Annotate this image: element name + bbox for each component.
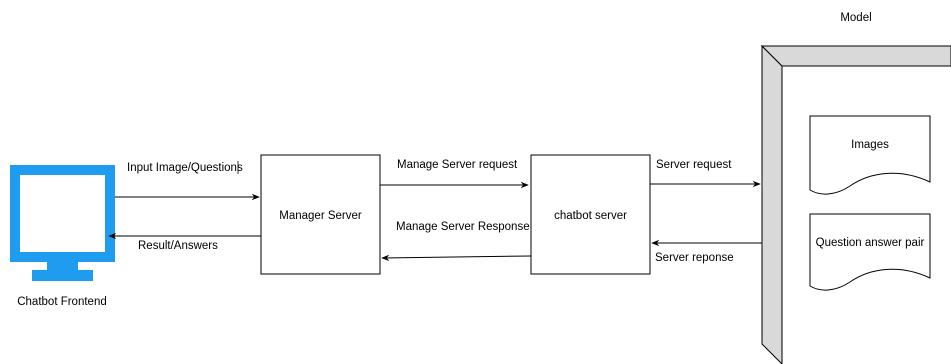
manager-server-label: Manager Server: [279, 210, 362, 222]
result-label: Result/Answers: [138, 240, 218, 252]
images-document: [809, 115, 931, 195]
model-label: Model: [840, 12, 871, 24]
qa-pair-label: Question answer pair: [816, 237, 925, 249]
chatbot-server-box: [530, 154, 651, 275]
chatbot-server-label: chatbot server: [554, 210, 627, 222]
server-response-label: Server reponse: [655, 252, 734, 264]
images-label: Images: [851, 139, 889, 151]
frontend-label: Chatbot Frontend: [17, 296, 107, 308]
manage-request-label: Manage Server request: [397, 159, 518, 171]
qa-pair-document: [809, 213, 931, 291]
manager-server-box: [260, 154, 381, 275]
monitor-icon: [10, 165, 115, 281]
server-request-label: Server request: [656, 159, 732, 171]
model-shape: [760, 44, 951, 364]
input-label: Input Image/Questions: [127, 162, 243, 174]
manage-response-arrow: [381, 254, 532, 262]
manage-response-label: Manage Server Response: [396, 221, 530, 233]
